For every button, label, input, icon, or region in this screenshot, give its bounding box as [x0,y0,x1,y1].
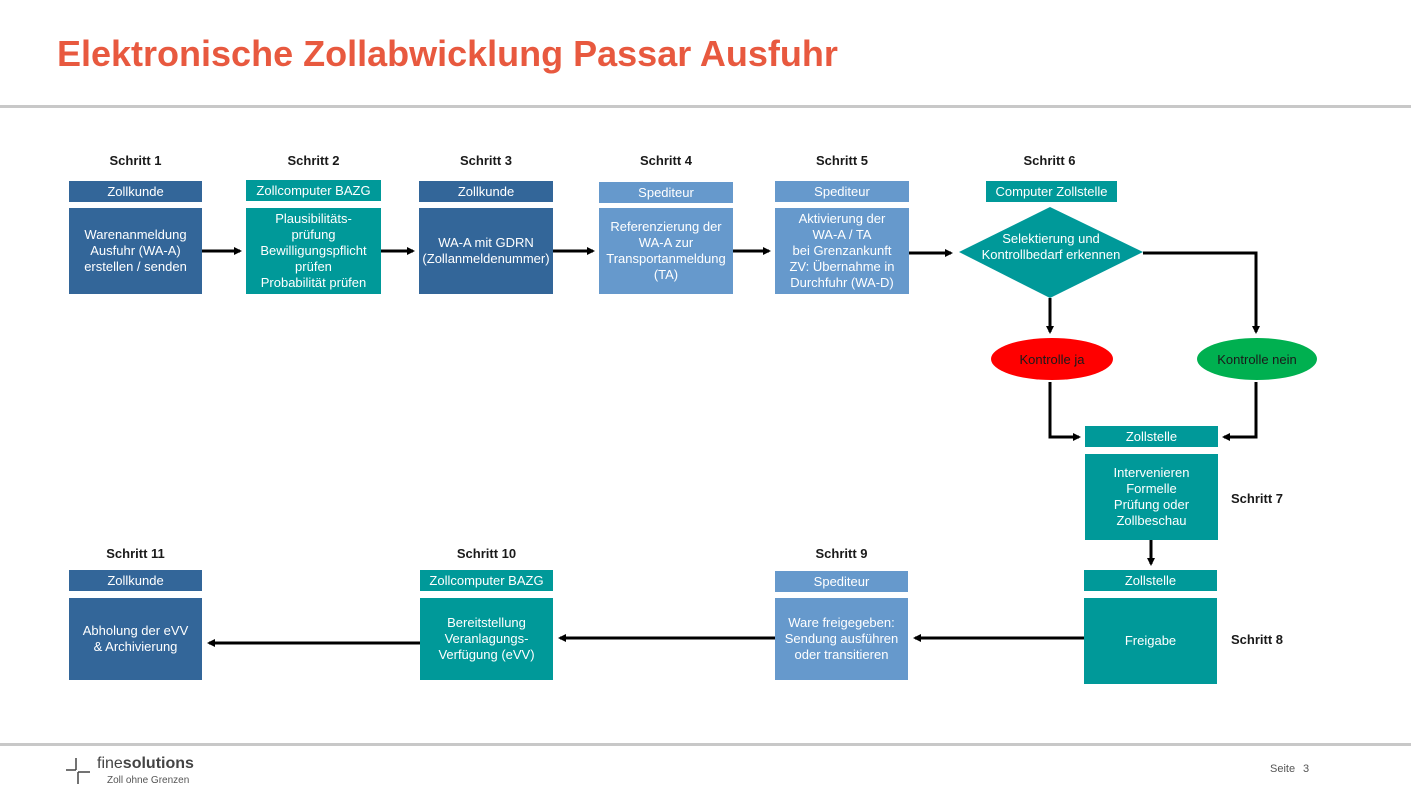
step-4-box: Referenzierung der WA-A zur Transportanm… [599,208,733,294]
decision-diamond [959,207,1143,298]
step-7-box: Intervenieren Formelle Prüfung oder Zoll… [1085,454,1218,540]
step-10-role: Zollcomputer BAZG [420,570,553,591]
step-11-box: Abholung der eVV & Archivierung [69,598,202,680]
arrow-no-7 [1222,382,1258,441]
step-4-role: Spediteur [599,182,733,203]
step-5-box: Aktivierung der WA-A / TA bei Grenzankun… [775,208,909,294]
step-11-role: Zollkunde [69,570,202,591]
step-3-role: Zollkunde [419,181,553,202]
page-title: Elektronische Zollabwicklung Passar Ausf… [57,33,838,74]
top-divider [0,105,1411,108]
step-1-label: Schritt 1 [109,153,162,168]
brand-name-light: fine [97,755,123,772]
decision-yes-oval: Kontrolle ja [991,338,1113,380]
decision-text: Selektierung und Kontrollbedarf erkennen [981,231,1121,262]
decision-no-oval: Kontrolle nein [1197,338,1317,380]
step-1-role: Zollkunde [69,181,202,202]
step-8-box: Freigabe [1084,598,1217,684]
step-2-role: Zollcomputer BAZG [246,180,381,201]
step-8-label: Schritt 8 [1231,632,1284,647]
bottom-divider [0,743,1411,746]
step-8-role: Zollstelle [1084,570,1217,591]
step-3-box: WA-A mit GDRN (Zollanmeldenummer) [419,208,553,294]
step-9-label: Schritt 9 [815,546,868,561]
step-2-box: Plausibilitäts- prüfung Bewilligungspfli… [246,208,381,294]
finesolutions-logo-icon [66,758,90,784]
step-9-role: Spediteur [775,571,908,592]
arrow-6-no [1143,251,1260,334]
step-10-box: Bereitstellung Veranlagungs- Verfügung (… [420,598,553,680]
step-7-role: Zollstelle [1085,426,1218,447]
page-label: Seite [1270,763,1296,775]
step-5-label: Schritt 5 [815,153,868,168]
step-10-label: Schritt 10 [456,546,517,561]
page-number: 3 [1303,763,1310,775]
arrow-yes-7 [1048,382,1081,441]
step-9-box: Ware freigegeben: Sendung ausführen oder… [775,598,908,680]
step-2-label: Schritt 2 [287,153,340,168]
step-4-label: Schritt 4 [639,153,692,168]
step-6-label: Schritt 6 [1023,153,1076,168]
step-6-role: Computer Zollstelle [986,181,1117,202]
brand-name: finesolutions [97,755,194,773]
step-3-label: Schritt 3 [459,153,512,168]
step-11-label: Schritt 11 [106,546,165,561]
step-7-label: Schritt 7 [1231,491,1284,506]
brand-tagline: Zoll ohne Grenzen [107,775,190,786]
step-1-box: Warenanmeldung Ausfuhr (WA-A) erstellen … [69,208,202,294]
brand-name-bold: solutions [122,755,194,772]
step-5-role: Spediteur [775,181,909,202]
